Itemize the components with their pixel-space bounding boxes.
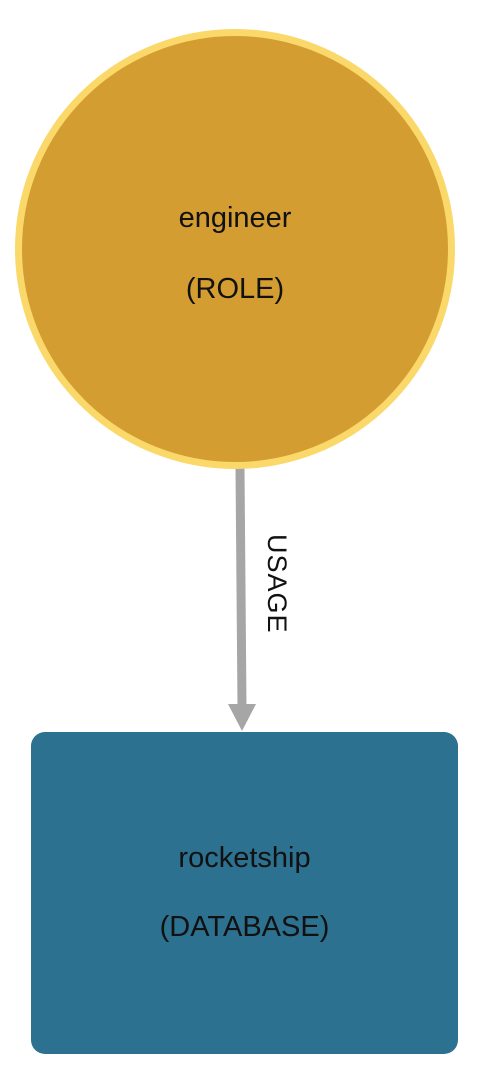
database-node-name: rocketship	[178, 842, 311, 874]
database-node-rocketship[interactable]: rocketship (DATABASE)	[31, 732, 458, 1054]
role-node-type: (ROLE)	[185, 273, 285, 305]
role-node-engineer[interactable]: engineer (ROLE)	[15, 29, 455, 469]
role-node-name: engineer	[178, 202, 292, 234]
usage-edge-line	[235, 467, 247, 709]
usage-edge-arrowhead	[228, 704, 256, 731]
usage-edge-label: USAGE	[262, 534, 292, 634]
database-node-type: (DATABASE)	[159, 911, 330, 943]
